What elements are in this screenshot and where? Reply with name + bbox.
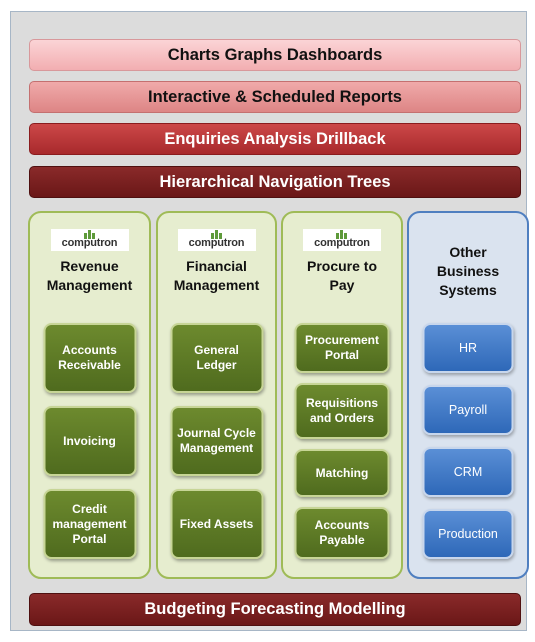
module-accounts-receivable: Accounts Receivable	[43, 323, 136, 393]
module-general-ledger: General Ledger	[170, 323, 263, 393]
module-crm: CRM	[422, 447, 514, 497]
column-title: Financial Management	[173, 258, 260, 293]
logo-text: computron	[188, 237, 245, 249]
column-title: Revenue Management	[46, 258, 133, 293]
bar-interactive-scheduled-reports: Interactive & Scheduled Reports	[29, 81, 521, 113]
module-fixed-assets: Fixed Assets	[170, 489, 263, 559]
module-procurement-portal: Procurement Portal	[294, 323, 390, 373]
module-matching: Matching	[294, 449, 390, 497]
bar-charts-graphs-dashboards: Charts Graphs Dashboards	[29, 39, 521, 71]
computron-logo: computron	[303, 229, 381, 251]
bar-hierarchical-navigation-trees: Hierarchical Navigation Trees	[29, 166, 521, 198]
column-title: Procure to Pay	[306, 258, 377, 293]
column-financial-management: computron Financial Management General L…	[156, 211, 277, 579]
bar-enquiries-analysis-drillback: Enquiries Analysis Drillback	[29, 123, 521, 155]
module-payroll: Payroll	[422, 385, 514, 435]
module-invoicing: Invoicing	[43, 406, 136, 476]
computron-logo-icon	[334, 230, 350, 239]
logo-text: computron	[61, 237, 118, 249]
logo-text: computron	[314, 237, 370, 249]
module-production: Production	[422, 509, 514, 559]
computron-logo: computron	[50, 229, 129, 251]
column-other-business-systems: Other Business Systems HR Payroll CRM Pr…	[407, 211, 529, 579]
column-title: Other Business Systems	[436, 244, 500, 298]
computron-logo-icon	[209, 230, 225, 239]
module-journal-cycle-management: Journal Cycle Management	[170, 406, 263, 476]
computron-logo-icon	[82, 230, 98, 239]
module-hr: HR	[422, 323, 514, 373]
column-revenue-management: computron Revenue Management Accounts Re…	[28, 211, 151, 579]
module-accounts-payable: Accounts Payable	[294, 507, 390, 559]
bar-budgeting-forecasting-modelling: Budgeting Forecasting Modelling	[29, 593, 521, 626]
module-requisitions-and-orders: Requisitions and Orders	[294, 383, 390, 439]
column-procure-to-pay: computron Procure to Pay Procurement Por…	[281, 211, 403, 579]
computron-logo: computron	[177, 229, 256, 251]
module-credit-management-portal: Credit management Portal	[43, 489, 136, 559]
